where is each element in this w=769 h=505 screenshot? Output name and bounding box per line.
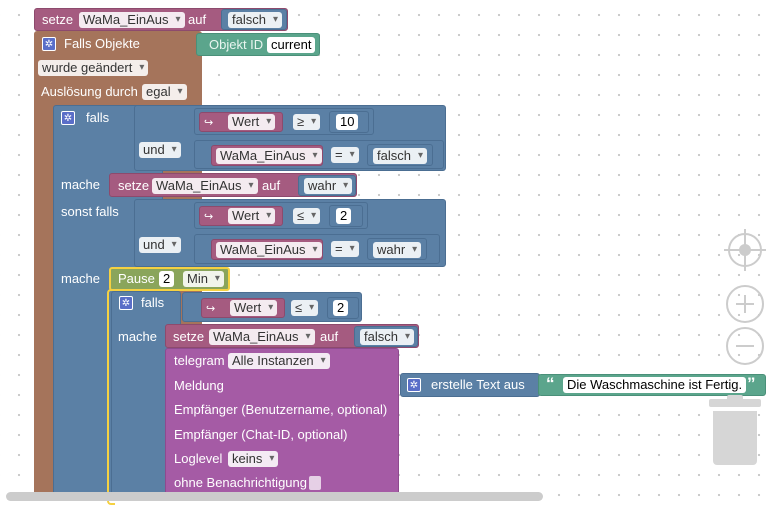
and-dropdown[interactable]: und: [139, 237, 181, 253]
object-id-block[interactable]: Objekt ID current: [196, 33, 320, 56]
gear-icon[interactable]: ✲: [42, 37, 56, 51]
text-string-block[interactable]: “ Die Waschmaschine ist Fertig. ”: [538, 374, 766, 396]
loglevel-dropdown[interactable]: keins: [228, 451, 279, 467]
do-label: mache: [118, 329, 158, 344]
close-quote: ”: [747, 374, 756, 393]
if-label: falls: [86, 110, 110, 125]
compare-block-1[interactable]: ↪ Wert ≥ 10: [194, 108, 374, 135]
if-label: falls: [141, 295, 165, 310]
open-quote: “: [546, 374, 555, 393]
to-label: auf: [320, 329, 339, 344]
value-label: ↪: [204, 208, 216, 225]
value-block[interactable]: ↪ Wert: [201, 298, 285, 318]
gear-icon[interactable]: ✲: [61, 111, 75, 125]
create-text-block[interactable]: ✲ erstelle Text aus: [400, 373, 540, 397]
boolean-block[interactable]: wahr: [367, 238, 427, 260]
boolean-block[interactable]: falsch: [367, 144, 433, 166]
object-id-label: Objekt ID: [209, 37, 264, 52]
return-arrow-icon: ↪: [206, 303, 216, 315]
number-field[interactable]: 10: [336, 114, 359, 130]
value-dropdown[interactable]: Wert: [230, 300, 278, 316]
number-field[interactable]: 2: [336, 208, 352, 224]
pause-unit-dropdown[interactable]: Min: [183, 271, 224, 287]
to-label: auf: [262, 178, 281, 193]
value-dropdown[interactable]: Wert: [228, 208, 276, 224]
variable-dropdown[interactable]: WaMa_EinAus: [79, 12, 185, 28]
message-label: Meldung: [174, 378, 224, 393]
telegram-label: telegram: [174, 353, 225, 368]
set-label: setze: [173, 329, 205, 344]
trigger-label: Falls Objekte: [64, 36, 140, 51]
recipient-chat-label: Empfänger (Chat-ID, optional): [174, 427, 348, 442]
value-label: ↪: [206, 300, 218, 317]
and-dropdown[interactable]: und: [139, 142, 181, 158]
variable-dropdown[interactable]: WaMa_EinAus: [216, 148, 322, 164]
operator-dropdown[interactable]: ≤: [293, 208, 321, 224]
horizontal-scrollbar[interactable]: [6, 492, 543, 501]
boolean-block[interactable]: falsch: [221, 9, 287, 30]
set-variable-block-top[interactable]: setze WaMa_EinAus auf falsch: [34, 8, 288, 31]
compare-block-2[interactable]: WaMa_EinAus = falsch: [194, 140, 444, 169]
recenter-icon[interactable]: [724, 229, 766, 271]
do-label: mache: [61, 177, 101, 192]
variable-dropdown[interactable]: WaMa_EinAus: [209, 329, 315, 345]
boolean-dropdown[interactable]: wahr: [373, 242, 422, 258]
boolean-dropdown[interactable]: falsch: [373, 148, 427, 164]
variable-block[interactable]: WaMa_EinAus: [211, 145, 323, 166]
boolean-block[interactable]: wahr: [298, 175, 356, 196]
number-block[interactable]: 2: [329, 205, 363, 227]
set-label: setze: [42, 12, 74, 27]
trigger-mode-dropdown[interactable]: wurde geändert: [38, 60, 149, 76]
variable-dropdown[interactable]: WaMa_EinAus: [152, 178, 258, 194]
trigger-source-dropdown[interactable]: egal: [142, 84, 187, 100]
value-block[interactable]: ↪ Wert: [199, 112, 283, 132]
recipient-user-label: Empfänger (Benutzername, optional): [174, 402, 388, 417]
telegram-block[interactable]: telegram Alle Instanzen Meldung Empfänge…: [165, 348, 399, 501]
text-field[interactable]: Die Waschmaschine ist Fertig.: [563, 377, 747, 393]
value-dropdown[interactable]: Wert: [228, 114, 276, 130]
boolean-dropdown[interactable]: wahr: [304, 178, 353, 194]
create-text-label: erstelle Text aus: [431, 377, 525, 392]
trash-icon[interactable]: [709, 395, 761, 467]
to-label: auf: [188, 12, 207, 27]
set-label: setze: [118, 178, 150, 193]
trigger-source-label: Auslösung durch: [41, 84, 138, 99]
value-label: ↪: [204, 114, 216, 131]
gear-icon[interactable]: ✲: [407, 378, 421, 392]
return-arrow-icon: ↪: [204, 211, 214, 223]
silent-checkbox[interactable]: [309, 476, 321, 490]
value-block[interactable]: ↪ Wert: [199, 206, 283, 226]
zoom-out-icon[interactable]: [726, 327, 764, 365]
operator-dropdown[interactable]: ≤: [291, 300, 319, 316]
boolean-dropdown[interactable]: falsch: [360, 329, 414, 345]
operator-dropdown[interactable]: ≥: [293, 114, 321, 130]
telegram-instance-dropdown[interactable]: Alle Instanzen: [228, 353, 330, 369]
silent-label: ohne Benachrichtigung: [174, 475, 307, 490]
boolean-block[interactable]: falsch: [354, 326, 418, 347]
compare-block-4[interactable]: WaMa_EinAus = wahr: [194, 234, 440, 264]
pause-block[interactable]: Pause 2 Min: [109, 267, 230, 291]
number-field[interactable]: 2: [333, 300, 349, 316]
gear-icon[interactable]: ✲: [119, 296, 133, 310]
number-block[interactable]: 2: [327, 297, 359, 319]
operator-dropdown[interactable]: =: [331, 147, 359, 163]
else-if-label: sonst falls: [61, 204, 119, 219]
zoom-in-icon[interactable]: [726, 285, 764, 323]
object-id-field[interactable]: current: [267, 37, 316, 53]
return-arrow-icon: ↪: [204, 117, 214, 129]
pause-label: Pause: [118, 271, 155, 286]
set-variable-block-do[interactable]: setze WaMa_EinAus auf wahr: [109, 173, 357, 197]
loglevel-label: Loglevel: [174, 451, 223, 466]
compare-block-3[interactable]: ↪ Wert ≤ 2: [194, 202, 368, 229]
set-variable-block-inner[interactable]: setze WaMa_EinAus auf falsch: [165, 324, 419, 348]
compare-block-5[interactable]: ↪ Wert ≤ 2: [182, 292, 362, 322]
do-label: mache: [61, 271, 101, 286]
variable-block[interactable]: WaMa_EinAus: [211, 239, 323, 260]
number-block[interactable]: 10: [329, 111, 369, 133]
boolean-dropdown[interactable]: falsch: [228, 12, 282, 28]
variable-dropdown[interactable]: WaMa_EinAus: [216, 242, 322, 258]
operator-dropdown[interactable]: =: [331, 241, 359, 257]
pause-number-field[interactable]: 2: [159, 271, 175, 287]
